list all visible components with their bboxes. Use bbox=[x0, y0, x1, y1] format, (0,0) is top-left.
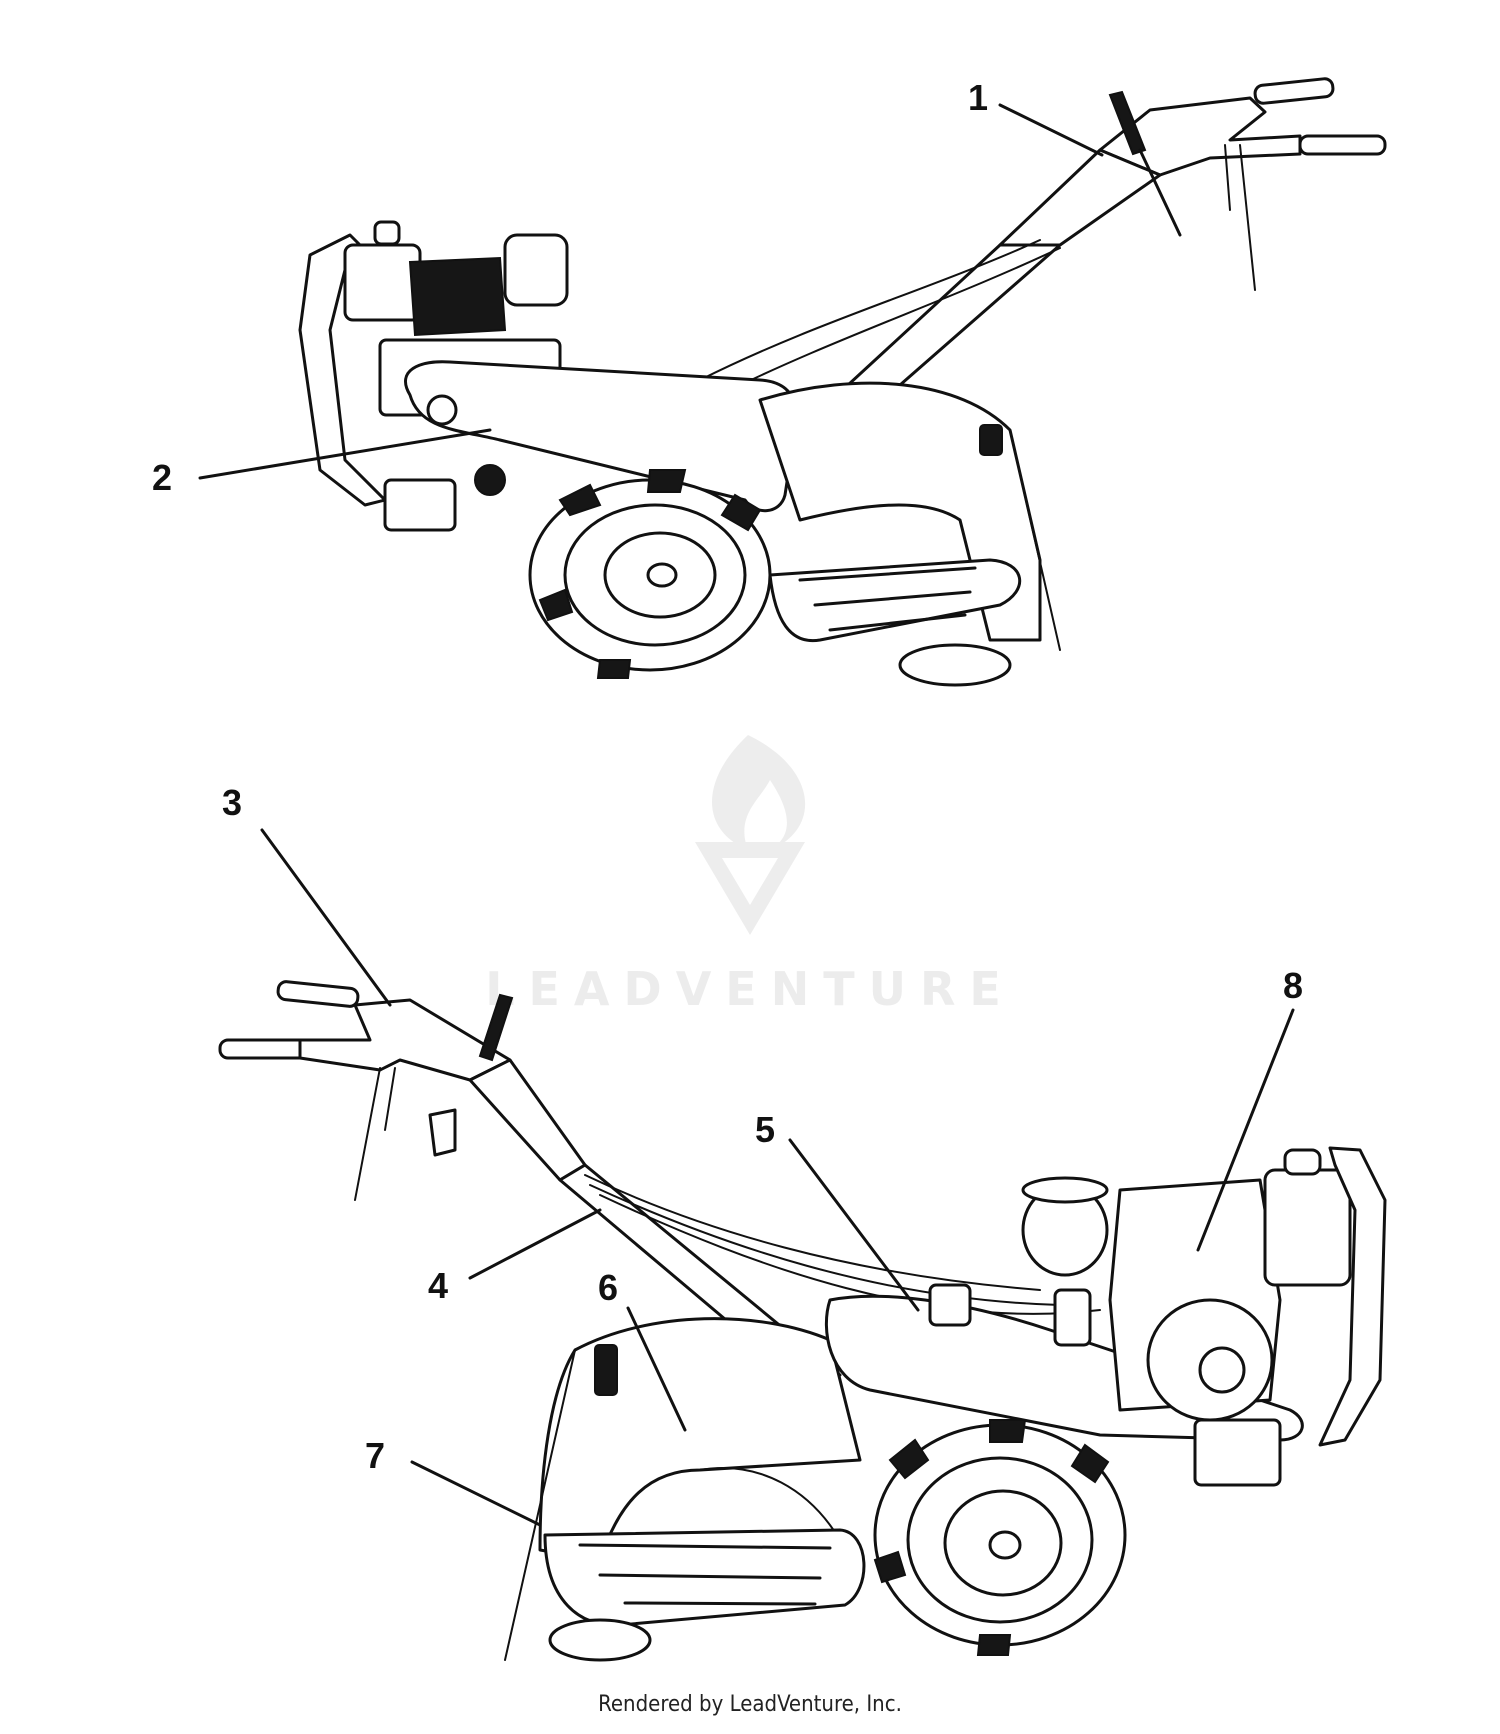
bottom-control-cable-1 bbox=[584, 1174, 1041, 1291]
leader-3 bbox=[260, 828, 392, 1007]
callout-3: 3 bbox=[222, 782, 242, 823]
bottom-air-cleaner-top bbox=[1021, 1176, 1109, 1204]
top-tine-rotor bbox=[898, 643, 1012, 687]
callout-5: 5 bbox=[755, 1109, 775, 1150]
top-lever-rod bbox=[1138, 148, 1182, 237]
top-handle-arm bbox=[998, 148, 1162, 247]
top-hood-latch bbox=[979, 424, 1003, 456]
leader-5 bbox=[788, 1138, 920, 1312]
bottom-handle-arm bbox=[468, 1058, 587, 1182]
bottom-control-cable-2 bbox=[589, 1184, 1061, 1306]
top-shield-slot-2 bbox=[813, 590, 972, 607]
flame-logo-icon bbox=[712, 735, 806, 850]
top-tread-5 bbox=[596, 659, 632, 679]
callout-1: 1 bbox=[968, 77, 988, 118]
bottom-shift-lever bbox=[478, 993, 514, 1062]
bottom-control-rod-1 bbox=[354, 1067, 381, 1201]
bottom-tread-2 bbox=[989, 1419, 1027, 1443]
callout-4: 4 bbox=[428, 1265, 448, 1306]
callout-leaders bbox=[198, 103, 1295, 1527]
bottom-handle-crossbar bbox=[298, 998, 512, 1082]
bottom-hood-latch bbox=[594, 1344, 618, 1396]
watermark-brand-text: LEADVENTURE bbox=[485, 962, 1015, 1016]
top-tread-2 bbox=[646, 469, 687, 493]
callout-8: 8 bbox=[1283, 965, 1303, 1006]
bottom-control-bracket bbox=[428, 1108, 457, 1157]
top-lower-box bbox=[383, 478, 457, 532]
bottom-carburetor bbox=[1053, 1288, 1092, 1347]
leader-7 bbox=[410, 1460, 542, 1527]
top-chain-case-pulley bbox=[474, 464, 506, 496]
bottom-fuel-tank bbox=[1263, 1168, 1352, 1287]
top-control-rod-2 bbox=[1239, 144, 1256, 291]
top-tread-3 bbox=[720, 493, 762, 532]
bottom-tread-1 bbox=[888, 1438, 930, 1480]
bottom-tine-hood bbox=[538, 1317, 862, 1562]
leader-8 bbox=[1196, 1008, 1295, 1252]
top-control-rod-1 bbox=[1224, 144, 1231, 211]
bottom-tiller-view bbox=[218, 980, 1387, 1662]
top-control-cable-2 bbox=[719, 247, 1061, 396]
leader-2 bbox=[198, 428, 492, 480]
leader-6 bbox=[626, 1306, 687, 1432]
bottom-lower-box bbox=[1193, 1418, 1282, 1487]
leadventure-watermark: LEADVENTURE bbox=[485, 735, 1015, 1016]
bottom-engine-pulley bbox=[1198, 1346, 1246, 1394]
bottom-handle-grip-lower bbox=[218, 1038, 310, 1060]
top-engine-air-cleaner bbox=[503, 233, 569, 307]
bottom-shift-link bbox=[928, 1283, 972, 1327]
top-hood-edge bbox=[1009, 429, 1061, 651]
bottom-tread-5 bbox=[976, 1634, 1012, 1656]
top-tread-4 bbox=[538, 588, 574, 622]
top-engine-cylinder bbox=[408, 256, 507, 337]
leader-4 bbox=[468, 1208, 602, 1280]
callout-2: 2 bbox=[152, 457, 172, 498]
callout-labels: 1 2 3 4 5 6 7 8 bbox=[152, 77, 1303, 1476]
top-shield-slot-3 bbox=[828, 613, 967, 632]
top-engine-cap bbox=[373, 220, 401, 246]
bottom-control-rod-2 bbox=[384, 1067, 396, 1131]
bottom-shield-slot-2 bbox=[598, 1573, 822, 1580]
top-wheel bbox=[528, 469, 772, 679]
top-tiller-view bbox=[298, 77, 1387, 687]
bottom-fuel-cap bbox=[1283, 1148, 1322, 1176]
bottom-wheel bbox=[873, 1419, 1127, 1656]
bottom-shield-slot-1 bbox=[578, 1543, 832, 1550]
v-logo-icon bbox=[695, 842, 805, 935]
callout-6: 6 bbox=[598, 1267, 618, 1308]
footer-credit: Rendered by LeadVenture, Inc. bbox=[598, 1692, 902, 1717]
top-chain-case-bolt bbox=[426, 394, 458, 426]
bottom-front-bumper bbox=[1318, 1146, 1387, 1447]
top-shield-slot-1 bbox=[798, 566, 977, 582]
bottom-tread-4 bbox=[873, 1550, 907, 1584]
bottom-shield-slot-3 bbox=[623, 1601, 817, 1606]
top-handle-grip-upper bbox=[1253, 77, 1335, 105]
bottom-control-cable-3 bbox=[599, 1194, 1101, 1315]
bottom-handle-grip-upper bbox=[276, 980, 360, 1008]
callout-7: 7 bbox=[365, 1435, 385, 1476]
top-tread-1 bbox=[558, 483, 602, 517]
top-shift-lever bbox=[1108, 90, 1147, 156]
top-handle-grip-lower bbox=[1298, 134, 1387, 156]
bottom-tread-3 bbox=[1070, 1443, 1110, 1484]
leader-1 bbox=[998, 103, 1104, 157]
top-control-cable-1 bbox=[699, 239, 1041, 381]
bottom-hood-edge bbox=[504, 1349, 576, 1661]
bottom-tine-rotor bbox=[548, 1618, 652, 1662]
top-engine-fuel-tank bbox=[343, 243, 422, 322]
top-handle-crossbar bbox=[1098, 96, 1302, 177]
bottom-hood-arc bbox=[699, 1467, 841, 1541]
